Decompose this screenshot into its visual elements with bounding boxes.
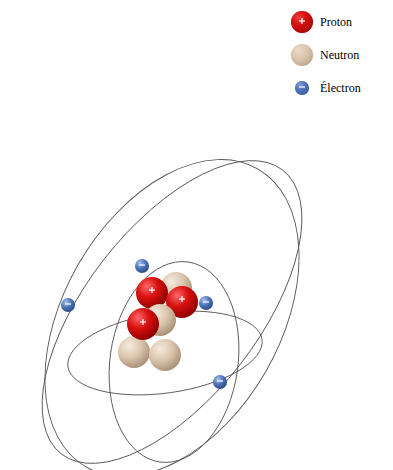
orbits [0, 115, 352, 470]
legend-label: Électron [320, 80, 361, 96]
legend-swatch [290, 76, 314, 100]
legend-label: Proton [320, 14, 352, 30]
electrons [61, 259, 227, 389]
legend-label: Neutron [320, 47, 359, 63]
legend-swatch [290, 43, 314, 67]
legend-swatch [290, 10, 314, 34]
nucleus [118, 272, 198, 371]
